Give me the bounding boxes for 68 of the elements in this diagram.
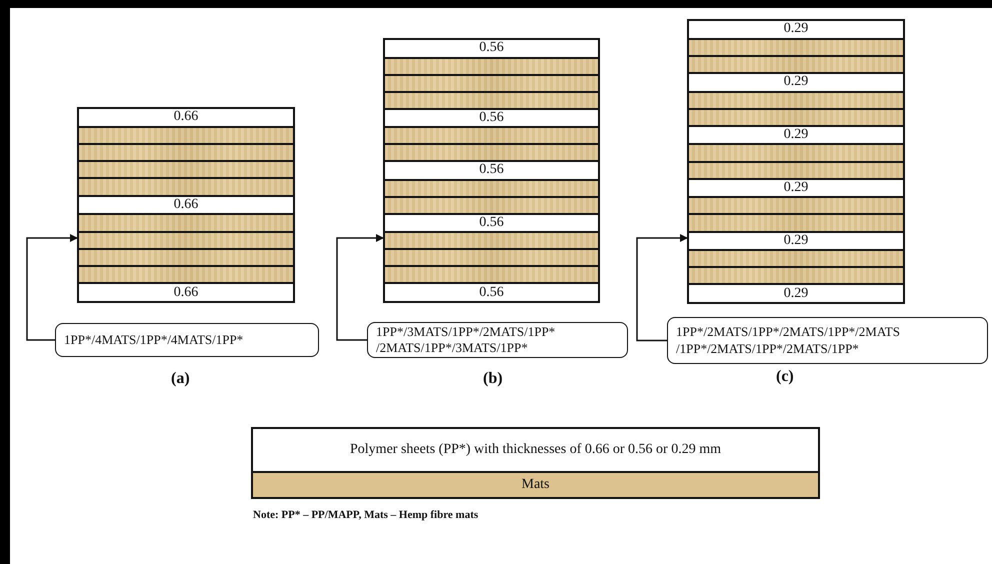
thickness-label: 0.56 <box>479 163 504 178</box>
polymer-sheet-layer <box>689 74 903 92</box>
hemp-mat-layer <box>689 268 903 286</box>
hemp-mat-layer <box>385 128 598 146</box>
laminate-stack <box>687 19 905 304</box>
panel-label: (b) <box>483 370 503 388</box>
legend-label: Polymer sheets (PP*) with thicknesses of 0.66 or 0.56 or 0.29 mm <box>350 442 721 458</box>
legend-label: Mats <box>522 476 550 493</box>
hemp-mat-layer <box>689 40 903 57</box>
thickness-label: 0.29 <box>784 128 808 142</box>
hemp-mat-layer <box>79 179 293 197</box>
hemp-mat-layer <box>689 251 903 268</box>
polymer-sheet-layer <box>385 110 598 128</box>
thickness-label: 0.56 <box>479 216 504 230</box>
arrow <box>336 234 384 341</box>
panel-label: (a) <box>171 370 190 388</box>
hemp-mat-layer <box>79 128 293 145</box>
laminate-stack <box>383 38 600 303</box>
thickness-label: 0.29 <box>784 22 808 36</box>
hemp-mat-layer <box>689 162 903 180</box>
hemp-mat-layer <box>79 162 293 180</box>
hemp-mat-layer <box>385 250 598 268</box>
hemp-mat-layer <box>385 76 598 93</box>
hemp-mat-layer <box>79 250 293 268</box>
polymer-sheet-layer <box>689 21 903 40</box>
stacking-sequence-box: 1PP*/2MATS/1PP*/2MATS/1PP*/2MATS /1PP*/2MATS/1PP*/2MATS/1PP* <box>667 317 988 364</box>
panel-label: (c) <box>776 368 794 386</box>
thickness-label: 0.29 <box>784 286 808 301</box>
thickness-label: 0.66 <box>174 110 198 124</box>
note-text: Note: PP* – PP/MAPP, Mats – Hemp fibre mats <box>253 509 478 521</box>
thickness-label: 0.56 <box>479 286 504 300</box>
hemp-mat-layer <box>689 110 903 127</box>
polymer-sheet-layer <box>79 109 293 128</box>
hemp-mat-layer <box>79 144 293 162</box>
polymer-sheet-layer <box>385 40 598 59</box>
hemp-mat-layer <box>385 267 598 284</box>
hemp-mat-layer <box>689 92 903 110</box>
hemp-mat-layer <box>79 215 293 233</box>
stacking-sequence-box: 1PP*/4MATS/1PP*/4MATS/1PP* <box>55 323 319 357</box>
hemp-mat-layer <box>385 198 598 215</box>
hemp-mat-layer <box>385 180 598 198</box>
thickness-label: 0.29 <box>784 234 808 248</box>
arrow <box>636 234 688 342</box>
hemp-mat-layer <box>385 92 598 110</box>
thickness-label: 0.56 <box>479 110 504 125</box>
hemp-mat-layer <box>79 267 293 284</box>
polymer-sheet-layer <box>689 180 903 198</box>
thickness-label: 0.29 <box>784 75 808 90</box>
polymer-sheet-layer <box>689 126 903 146</box>
polymer-sheet-layer <box>689 232 903 252</box>
stacking-sequence-box: 1PP*/3MATS/1PP*/2MATS/1PP* /2MATS/1PP*/3MATS/1PP* <box>367 322 628 358</box>
hemp-mat-layer <box>385 145 598 162</box>
thickness-label: 0.66 <box>174 286 198 300</box>
arrow <box>26 234 78 341</box>
thickness-label: 0.29 <box>784 180 808 195</box>
polymer-sheet-layer <box>385 162 598 181</box>
thickness-label: 0.56 <box>479 41 504 56</box>
polymer-sheet-layer <box>385 214 598 234</box>
hemp-mat-layer <box>385 58 598 76</box>
hemp-mat-layer <box>385 233 598 250</box>
polymer-sheet-layer <box>79 196 293 216</box>
hemp-mat-layer <box>689 145 903 162</box>
hemp-mat-layer <box>689 215 903 232</box>
hemp-mat-layer <box>79 232 293 250</box>
hemp-mat-layer <box>689 198 903 216</box>
laminate-stack <box>77 107 295 303</box>
hemp-mat-layer <box>689 56 903 74</box>
thickness-label: 0.66 <box>174 198 198 212</box>
